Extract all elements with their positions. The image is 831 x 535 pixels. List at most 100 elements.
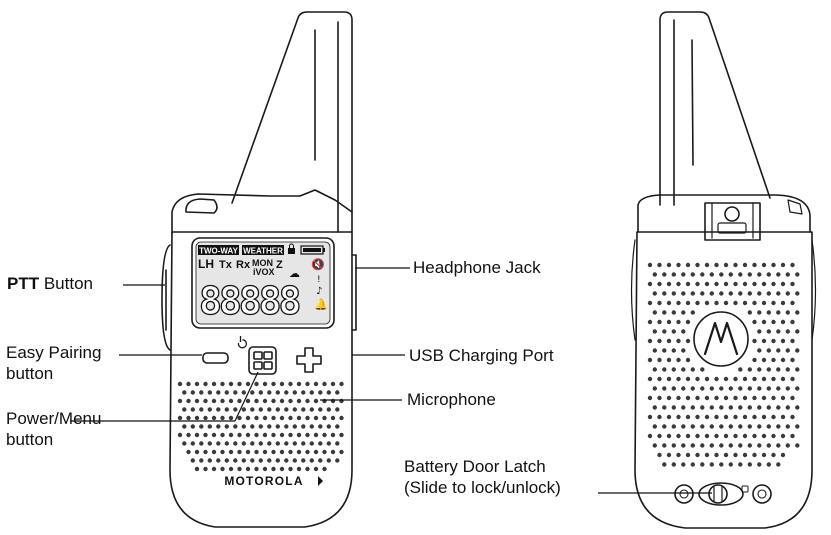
grille-hole xyxy=(723,433,729,439)
grille-hole xyxy=(262,449,268,455)
grille-hole xyxy=(288,432,293,438)
grille-hole xyxy=(652,310,657,315)
grille-hole xyxy=(685,395,691,401)
ptt-button-label: PTT Button xyxy=(7,273,93,294)
grille-hole xyxy=(757,329,762,334)
grille-hole xyxy=(296,415,302,421)
grille-hole xyxy=(262,381,268,387)
plus-button[interactable] xyxy=(296,347,322,373)
grille-hole xyxy=(271,415,276,421)
grille-hole xyxy=(766,329,771,334)
grille-hole xyxy=(309,458,314,463)
grille-hole xyxy=(211,398,217,404)
battery-door-latch[interactable] xyxy=(674,482,772,506)
grille-hole xyxy=(785,348,790,353)
grille-hole xyxy=(780,452,786,458)
grille-hole xyxy=(747,367,752,372)
grille-hole xyxy=(305,381,310,387)
grille-hole xyxy=(330,415,336,421)
grille-hole xyxy=(647,262,653,268)
grille-hole xyxy=(766,462,771,467)
grille-hole xyxy=(326,424,331,429)
grille-hole xyxy=(738,462,743,467)
grille-hole xyxy=(752,357,757,363)
grille-hole xyxy=(245,398,251,404)
power-menu-button[interactable] xyxy=(248,346,277,375)
grille-hole xyxy=(271,398,276,404)
grille-hole xyxy=(752,262,757,268)
grille-hole xyxy=(292,424,297,429)
grille-hole xyxy=(676,395,681,401)
grille-hole xyxy=(271,449,276,455)
battery-latch-label-line1: Battery Door Latch xyxy=(404,457,546,476)
grille-hole xyxy=(704,395,710,401)
grille-hole xyxy=(676,452,681,458)
grille-hole xyxy=(301,458,306,463)
weather-alert-icon: ☁ xyxy=(289,267,300,280)
grille-hole xyxy=(288,466,293,472)
grille-hole xyxy=(780,357,786,363)
grille-hole xyxy=(738,272,743,277)
rx-indicator: Rx xyxy=(236,259,251,271)
grille-hole xyxy=(301,424,306,429)
grille-hole xyxy=(652,386,657,391)
grille-hole xyxy=(228,415,234,421)
grille-hole xyxy=(662,348,667,353)
grille-hole xyxy=(318,441,323,446)
grille-hole xyxy=(647,376,653,382)
grille-hole xyxy=(194,381,200,387)
grille-hole xyxy=(752,300,757,306)
grille-hole xyxy=(224,458,229,463)
grille-hole xyxy=(267,390,272,395)
grille-hole xyxy=(780,395,786,401)
grille-hole xyxy=(262,398,268,404)
grille-hole xyxy=(657,319,662,325)
grille-hole xyxy=(776,329,781,334)
headphone-jack-label: Headphone Jack xyxy=(413,258,541,277)
grille-hole xyxy=(245,415,251,421)
grille-hole xyxy=(700,367,705,372)
grille-hole xyxy=(676,414,681,420)
grille-hole xyxy=(237,466,242,472)
grille-hole xyxy=(313,381,319,387)
grille-hole xyxy=(733,262,738,268)
grille-hole xyxy=(666,319,672,325)
grille-hole xyxy=(241,458,246,463)
grille-hole xyxy=(790,262,795,268)
grille-hole xyxy=(676,319,681,325)
grille-hole xyxy=(657,281,662,287)
grille-hole xyxy=(766,310,771,315)
grille-hole xyxy=(267,407,272,412)
easy-pairing-minus-button[interactable] xyxy=(202,352,229,364)
grille-hole xyxy=(305,466,310,472)
grille-hole xyxy=(747,424,752,429)
grille-hole xyxy=(761,319,767,325)
grille-hole xyxy=(790,300,795,306)
grille-hole xyxy=(795,443,800,448)
grille-hole xyxy=(728,443,733,448)
grille-hole xyxy=(292,407,297,412)
grille-hole xyxy=(752,452,757,458)
grille-hole xyxy=(194,415,200,421)
ptt-label-rest: Button xyxy=(39,274,93,293)
brand-logo: MOTOROLA xyxy=(224,474,303,488)
grille-hole xyxy=(203,449,208,455)
grille-hole xyxy=(258,441,263,446)
ivox-indicator: iVOX xyxy=(253,267,275,277)
grille-hole xyxy=(279,449,285,455)
grille-hole xyxy=(685,376,691,382)
grille-hole xyxy=(685,433,691,439)
grille-hole xyxy=(757,310,762,315)
grille-hole xyxy=(728,386,733,391)
grille-hole xyxy=(714,300,719,306)
grille-hole xyxy=(742,433,748,439)
grille-hole xyxy=(254,415,259,421)
grille-hole xyxy=(719,386,724,391)
grille-hole xyxy=(220,398,225,404)
grille-hole xyxy=(795,329,800,334)
grille-hole xyxy=(216,441,221,446)
grille-hole xyxy=(339,432,344,438)
grille-hole xyxy=(186,398,191,404)
grille-hole xyxy=(233,407,238,412)
grille-hole xyxy=(211,466,217,472)
